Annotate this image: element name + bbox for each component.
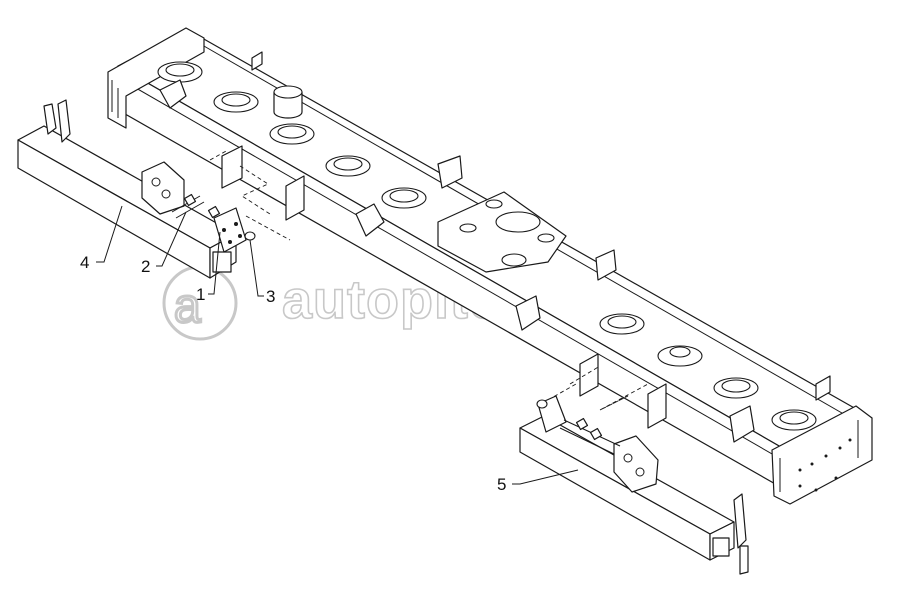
callout-label-2: 2: [141, 257, 150, 276]
mounting-rings: [157, 61, 817, 431]
center-plate: [437, 191, 567, 273]
bracket: [647, 383, 667, 429]
callout-label-3: 3: [266, 287, 275, 306]
callouts: 4 2 1 3 5: [80, 205, 579, 494]
bracket: [285, 175, 305, 221]
cross-member-front-face: [117, 65, 801, 499]
beam-brackets: [159, 51, 831, 443]
bracket: [221, 145, 243, 189]
left-mount-bracket: [141, 161, 185, 215]
bracket: [355, 203, 385, 237]
left-bumper-bar: [17, 99, 256, 279]
center-plate-body: [437, 191, 567, 273]
right-mount-bracket: [613, 435, 659, 493]
callout-label-4: 4: [80, 253, 89, 272]
callout-label-5: 5: [497, 475, 506, 494]
bracket: [579, 353, 599, 397]
callout-leader-3: [249, 239, 264, 297]
callout-leader-2: [156, 211, 187, 267]
callout-leader-4: [96, 205, 123, 263]
bracket: [251, 51, 263, 71]
right-end-plate: [771, 405, 873, 505]
bracket: [815, 375, 831, 401]
bracket: [437, 155, 463, 189]
right-bumper-bar: [519, 395, 749, 575]
callout-leader-1: [208, 231, 221, 295]
bracket: [595, 249, 617, 281]
nut: [536, 399, 548, 409]
bracket: [159, 79, 187, 109]
bracket: [729, 405, 755, 443]
bracket: [515, 295, 541, 331]
left-flange-plate: [213, 207, 247, 253]
callout-leader-5: [512, 469, 579, 485]
sleeve: [273, 91, 303, 119]
nut: [244, 231, 256, 241]
callout-label-1: 1: [196, 285, 205, 304]
assembly-lines: [209, 149, 649, 411]
svg-text:a: a: [174, 280, 201, 333]
